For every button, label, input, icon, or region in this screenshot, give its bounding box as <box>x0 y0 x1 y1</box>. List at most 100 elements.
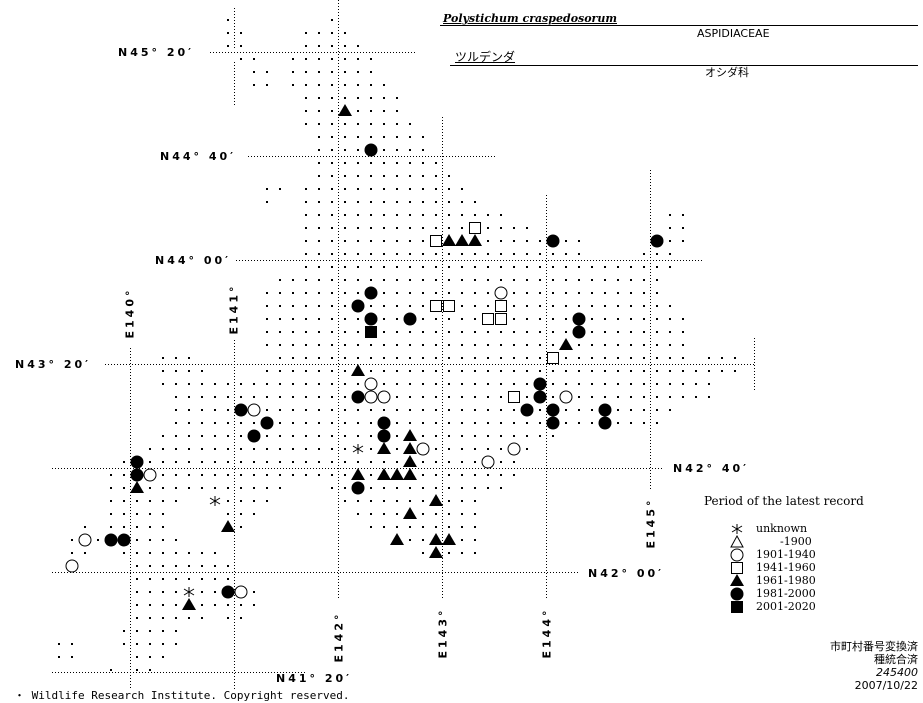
record-marker-triangle-filled <box>390 468 404 480</box>
mesh-dot <box>175 552 177 554</box>
mesh-dot <box>370 279 372 281</box>
record-marker-triangle-filled <box>390 533 404 545</box>
mesh-dot <box>409 500 411 502</box>
mesh-dot <box>578 266 580 268</box>
mesh-dot <box>162 578 164 580</box>
mesh-dot <box>305 409 307 411</box>
mesh-dot <box>344 240 346 242</box>
mesh-dot <box>279 344 281 346</box>
mesh-dot <box>149 513 151 515</box>
mesh-dot <box>253 591 255 593</box>
mesh-dot <box>487 344 489 346</box>
mesh-dot <box>305 188 307 190</box>
record-marker-circle-filled <box>351 299 365 313</box>
mesh-dot <box>565 292 567 294</box>
mesh-dot <box>396 318 398 320</box>
mesh-dot <box>617 422 619 424</box>
mesh-dot <box>669 344 671 346</box>
mesh-dot <box>448 487 450 489</box>
mesh-dot <box>513 461 515 463</box>
mesh-dot <box>149 487 151 489</box>
mesh-dot <box>227 578 229 580</box>
record-marker-circle-open <box>494 286 508 300</box>
mesh-dot <box>383 123 385 125</box>
mesh-dot <box>240 448 242 450</box>
legend-square-open-icon <box>731 562 743 574</box>
record-marker-circle-open <box>481 455 495 469</box>
mesh-dot <box>461 292 463 294</box>
legend-label-1941-1960: 1941-1960 <box>756 561 816 574</box>
mesh-dot <box>552 383 554 385</box>
mesh-dot <box>461 305 463 307</box>
mesh-dot <box>708 383 710 385</box>
mesh-dot <box>669 253 671 255</box>
mesh-dot <box>305 396 307 398</box>
mesh-dot <box>539 305 541 307</box>
mesh-dot <box>630 344 632 346</box>
mesh-dot <box>487 227 489 229</box>
mesh-dot <box>526 396 528 398</box>
mesh-dot <box>669 305 671 307</box>
mesh-dot <box>539 435 541 437</box>
mesh-dot <box>682 214 684 216</box>
mesh-dot <box>409 227 411 229</box>
mesh-dot <box>448 214 450 216</box>
mesh-dot <box>214 552 216 554</box>
mesh-dot <box>396 526 398 528</box>
mesh-dot <box>266 292 268 294</box>
mesh-dot <box>487 448 489 450</box>
mesh-dot <box>448 357 450 359</box>
mesh-dot <box>305 97 307 99</box>
record-marker-circle-filled <box>234 403 248 417</box>
record-marker-circle-open <box>364 390 378 404</box>
mesh-dot <box>435 487 437 489</box>
mesh-dot <box>383 149 385 151</box>
mesh-dot <box>500 227 502 229</box>
mesh-dot <box>526 240 528 242</box>
mesh-dot <box>435 357 437 359</box>
mesh-dot <box>474 396 476 398</box>
mesh-dot <box>448 370 450 372</box>
mesh-dot <box>422 344 424 346</box>
record-marker-triangle-filled <box>130 481 144 493</box>
legend-asterisk-icon <box>731 524 743 534</box>
mesh-dot <box>344 97 346 99</box>
mesh-dot <box>318 331 320 333</box>
mesh-dot <box>448 175 450 177</box>
lon-label-141: E141° <box>227 283 241 335</box>
mesh-dot <box>305 448 307 450</box>
mesh-dot <box>682 240 684 242</box>
mesh-dot <box>370 474 372 476</box>
mesh-dot <box>331 253 333 255</box>
mesh-dot <box>500 487 502 489</box>
mesh-dot <box>552 370 554 372</box>
mesh-dot <box>188 370 190 372</box>
mesh-dot <box>175 500 177 502</box>
mesh-dot <box>318 97 320 99</box>
mesh-dot <box>539 344 541 346</box>
mesh-dot <box>422 513 424 515</box>
mesh-dot <box>136 604 138 606</box>
mesh-dot <box>123 474 125 476</box>
mesh-dot <box>435 396 437 398</box>
mesh-dot <box>175 435 177 437</box>
mesh-dot <box>474 474 476 476</box>
record-marker-triangle-filled <box>182 598 196 610</box>
mesh-dot <box>305 110 307 112</box>
mesh-dot <box>331 448 333 450</box>
mesh-dot <box>188 435 190 437</box>
mesh-dot <box>357 175 359 177</box>
mesh-dot <box>175 396 177 398</box>
mesh-dot <box>539 422 541 424</box>
mesh-dot <box>409 162 411 164</box>
record-marker-circle-filled <box>364 143 378 157</box>
mesh-dot <box>188 422 190 424</box>
mesh-dot <box>474 422 476 424</box>
mesh-dot <box>513 357 515 359</box>
mesh-dot <box>422 331 424 333</box>
mesh-dot <box>201 409 203 411</box>
record-marker-circle-filled <box>260 416 274 430</box>
mesh-dot <box>305 266 307 268</box>
mesh-dot <box>448 500 450 502</box>
